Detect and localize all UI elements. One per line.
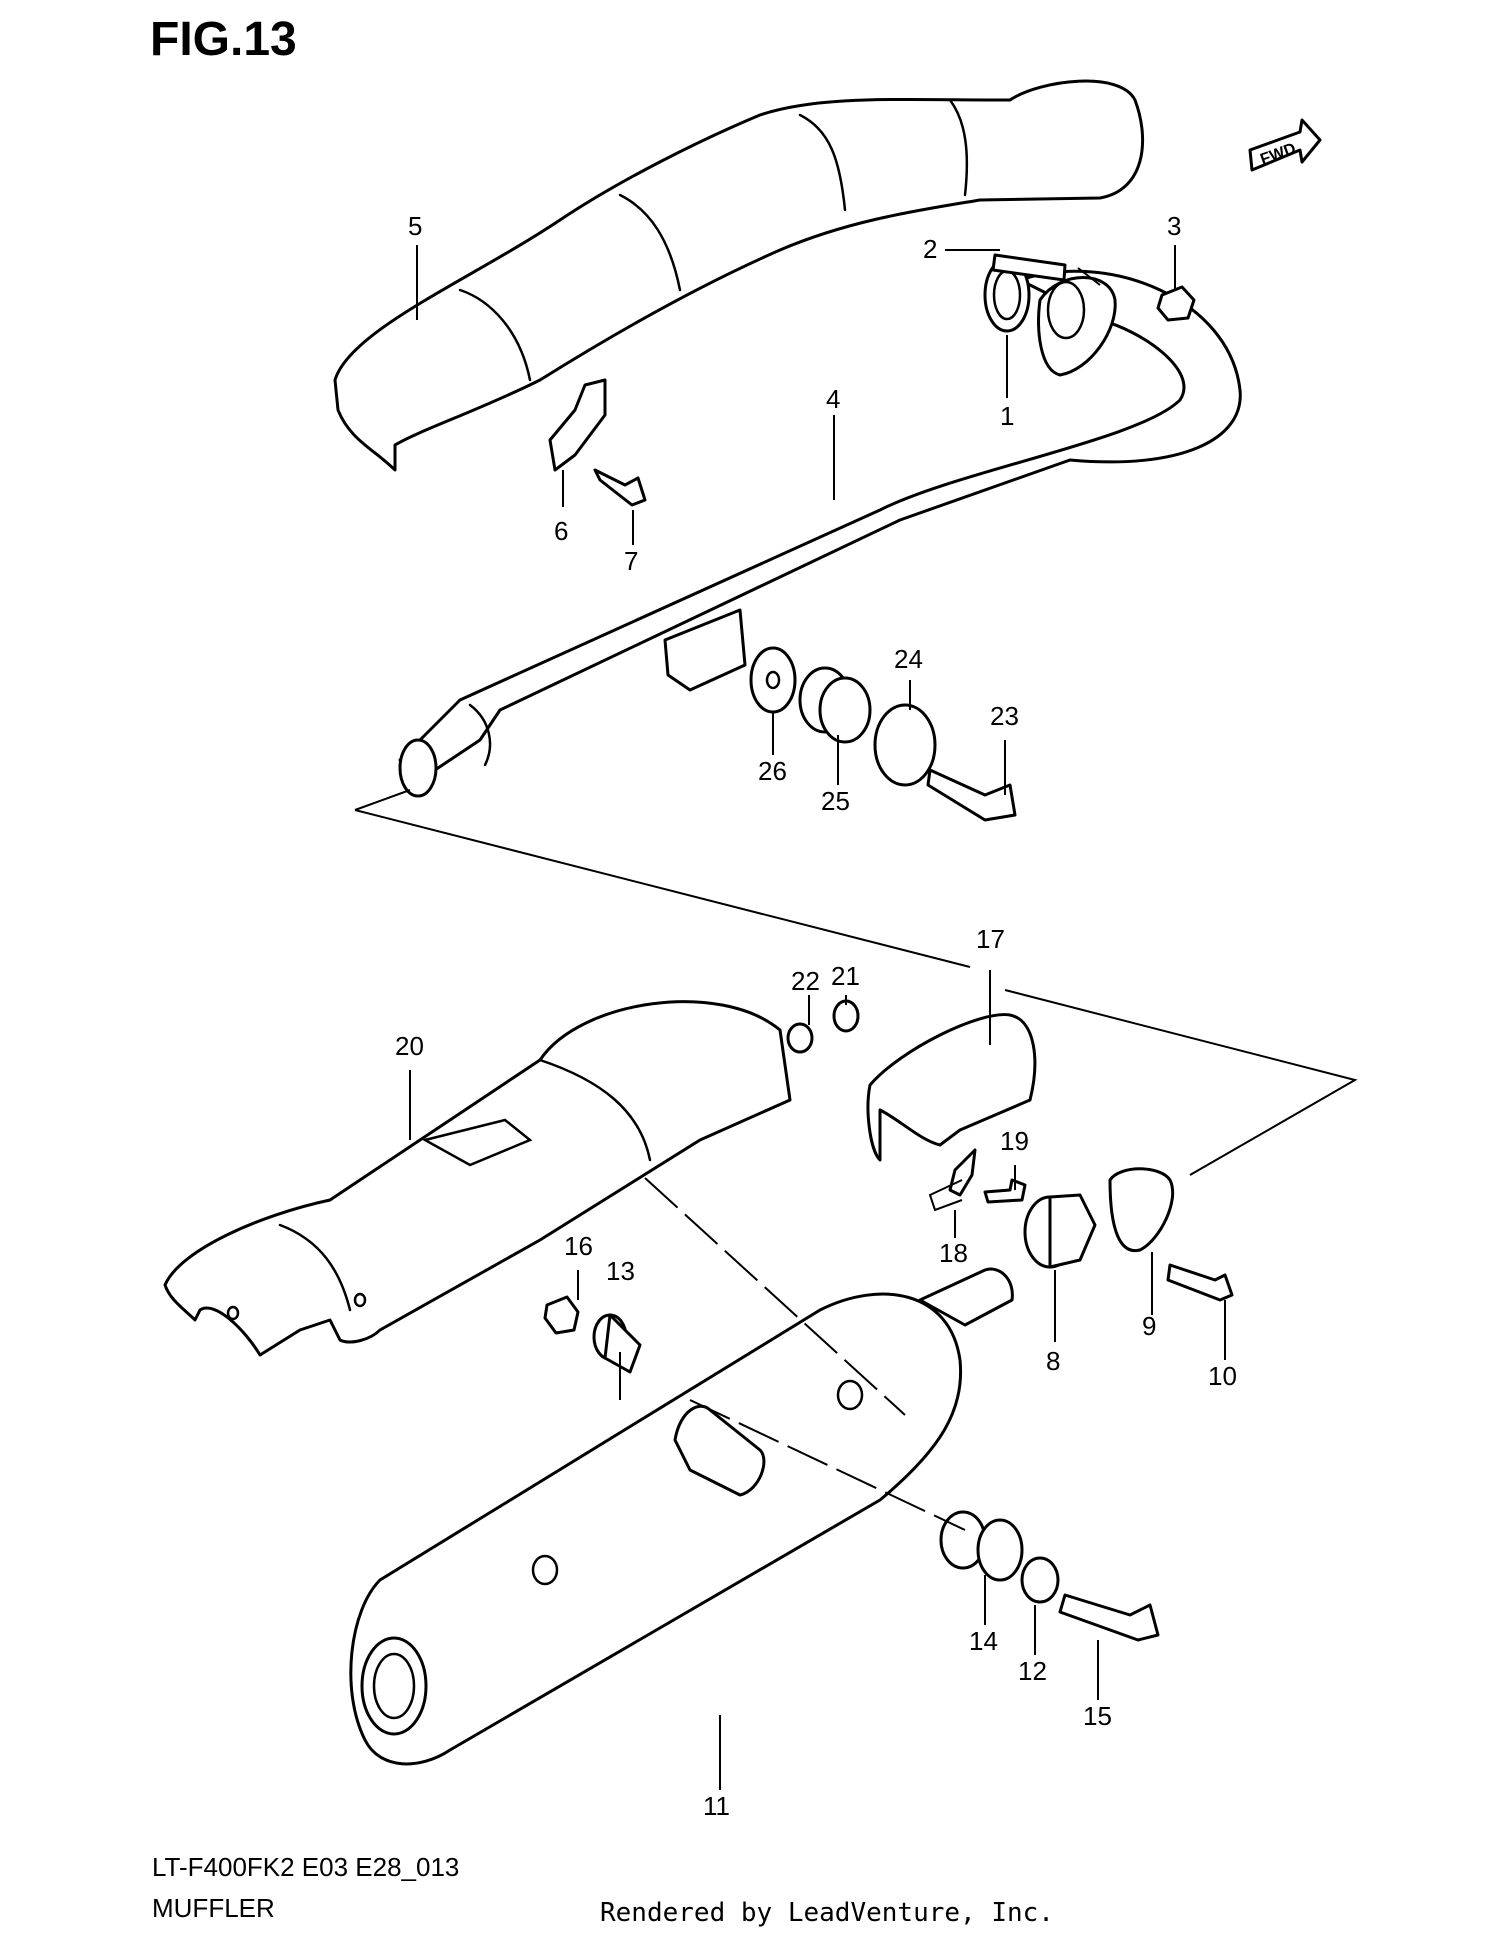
mount-collar bbox=[873, 703, 937, 787]
callout-24: 24 bbox=[894, 644, 923, 674]
shield-bolt bbox=[593, 468, 647, 507]
callout-14: 14 bbox=[969, 1626, 998, 1656]
muffler bbox=[349, 1267, 1014, 1766]
figure-title: FIG.13 bbox=[150, 13, 297, 66]
shield-clamp bbox=[548, 378, 607, 472]
callout-5: 5 bbox=[408, 211, 422, 241]
callout-15: 15 bbox=[1083, 1701, 1112, 1731]
callout-12: 12 bbox=[1018, 1656, 1047, 1686]
callout-10: 10 bbox=[1208, 1361, 1237, 1391]
callout-11: 11 bbox=[703, 1791, 730, 1821]
callout-17: 17 bbox=[976, 924, 1005, 954]
callout-8: 8 bbox=[1046, 1346, 1060, 1376]
diagram-name: MUFFLER bbox=[152, 1893, 275, 1923]
callout-7: 7 bbox=[624, 546, 638, 576]
heat-shield-upper bbox=[333, 79, 1145, 472]
clamp-bracket bbox=[948, 1148, 977, 1197]
callout-3: 3 bbox=[1167, 211, 1181, 241]
callout-6: 6 bbox=[554, 516, 568, 546]
callout-2: 2 bbox=[923, 234, 937, 264]
callout-23: 23 bbox=[990, 701, 1019, 731]
callout-21: 21 bbox=[831, 961, 860, 991]
callout-4: 4 bbox=[826, 384, 840, 414]
mount-grommet-lower bbox=[939, 1510, 1024, 1582]
shield-washer bbox=[832, 999, 860, 1033]
stud-bolt bbox=[991, 253, 1067, 282]
flange-nut bbox=[1156, 285, 1196, 322]
muffler-nut bbox=[543, 1295, 580, 1335]
callout-13: 13 bbox=[606, 1256, 635, 1286]
forward-arrow-icon: FWD bbox=[1248, 118, 1322, 172]
callout-22: 22 bbox=[791, 966, 820, 996]
mount-bolt-upper bbox=[926, 768, 1017, 822]
callout-1: 1 bbox=[1000, 401, 1014, 431]
mount-bolt-lower bbox=[1058, 1593, 1160, 1642]
callout-9: 9 bbox=[1142, 1311, 1156, 1341]
callout-26: 26 bbox=[758, 756, 787, 786]
clamp-cover bbox=[866, 1013, 1037, 1162]
callout-leaders bbox=[409, 245, 1226, 1790]
mount-washer-lower bbox=[1020, 1556, 1060, 1604]
muffler-sleeve bbox=[1023, 1193, 1097, 1269]
assembly-lines bbox=[354, 789, 1358, 1531]
callout-25: 25 bbox=[821, 786, 850, 816]
shield-nut bbox=[786, 1022, 814, 1054]
rendered-by-credit: Rendered by LeadVenture, Inc. bbox=[600, 1898, 1054, 1928]
muffler-collar bbox=[592, 1313, 642, 1374]
callout-20: 20 bbox=[395, 1031, 424, 1061]
bracket-bolt bbox=[983, 1178, 1027, 1204]
callout-19: 19 bbox=[1000, 1126, 1029, 1156]
callout-16: 16 bbox=[564, 1231, 593, 1261]
model-code: LT-F400FK2 E03 E28_013 bbox=[152, 1852, 460, 1882]
mount-grommet-upper bbox=[798, 666, 872, 744]
exhaust-flange bbox=[1037, 276, 1117, 377]
mount-washer bbox=[749, 646, 797, 714]
callout-labels: 1 2 3 4 5 6 7 8 9 10 11 12 13 14 15 16 1… bbox=[395, 211, 1237, 1821]
clamp-bolt bbox=[1166, 1263, 1234, 1302]
exhaust-pipe bbox=[398, 269, 1242, 798]
muffler-heat-shield bbox=[163, 1000, 792, 1357]
callout-18: 18 bbox=[939, 1238, 968, 1268]
muffler-clamp bbox=[1108, 1167, 1175, 1253]
